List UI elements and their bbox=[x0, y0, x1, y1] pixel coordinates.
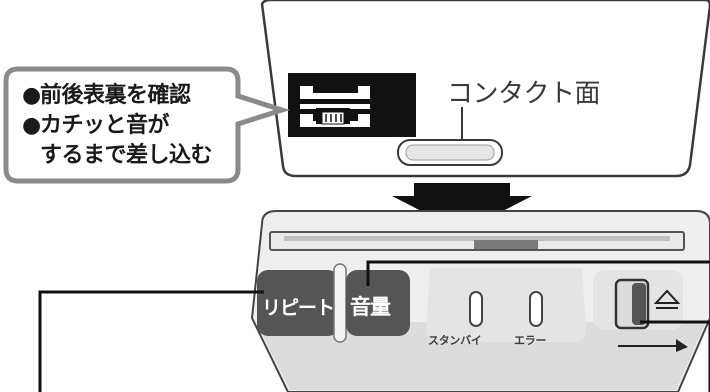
error-led bbox=[529, 291, 543, 327]
repeat-button[interactable]: リピート bbox=[262, 297, 335, 319]
bullet-icon: ● bbox=[22, 83, 41, 108]
volume-button-bg bbox=[346, 270, 410, 336]
callout-item-label: 前後表裏を確認 bbox=[40, 83, 191, 108]
eject-icon bbox=[653, 289, 681, 309]
repeat-button-bg bbox=[257, 270, 339, 336]
callout-item-label: カチッと音が bbox=[40, 113, 170, 138]
callout-item-click: ●カチッと音が bbox=[22, 111, 229, 141]
callout-text: ●前後表裏を確認 ●カチッと音が するまで差し込む bbox=[6, 69, 239, 181]
standby-label: スタンバイ bbox=[428, 334, 482, 347]
bullet-icon: ● bbox=[22, 113, 41, 138]
button-divider bbox=[333, 263, 347, 343]
error-label: エラー bbox=[514, 334, 547, 347]
callout-box bbox=[3, 66, 291, 184]
insert-arrow bbox=[392, 183, 532, 232]
slide-direction-arrow bbox=[618, 339, 688, 352]
standby-led bbox=[469, 291, 483, 327]
volume-leader-line bbox=[366, 260, 710, 286]
chip-logo bbox=[288, 73, 416, 137]
repeat-leader-line bbox=[38, 290, 264, 392]
indicator-panel bbox=[426, 268, 586, 342]
callout-item-check-orientation: ●前後表裏を確認 bbox=[22, 81, 229, 111]
eject-leader-line bbox=[640, 320, 710, 392]
callout-continuation: するまで差し込む bbox=[40, 143, 213, 168]
volume-button[interactable]: 音量 bbox=[350, 295, 391, 319]
contact-face-label: コンタクト面 bbox=[447, 79, 601, 109]
